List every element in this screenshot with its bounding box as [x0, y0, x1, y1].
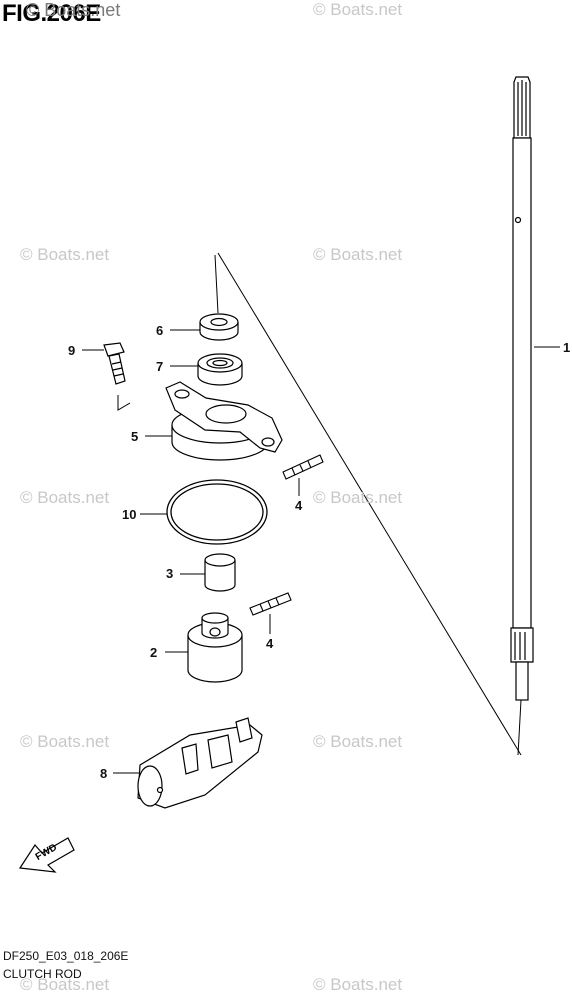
- callout-4: 4: [295, 498, 303, 513]
- washer: [199, 313, 239, 341]
- shift-cam: [137, 717, 263, 809]
- callout-2: 2: [150, 645, 158, 660]
- assembly-line-diagonal: [217, 252, 522, 756]
- watermark: © Boats.net: [20, 488, 110, 507]
- bushing: [204, 553, 236, 592]
- watermark: © Boats.net: [313, 732, 403, 751]
- assembly-line-bottom: [517, 699, 522, 756]
- watermark: © Boats.net: [20, 245, 110, 264]
- callout-10: 10: [122, 507, 137, 522]
- clutch-rod: [510, 76, 534, 701]
- watermark: © Boats.net: [313, 245, 403, 264]
- callout-7: 7: [156, 359, 164, 374]
- bearing: [197, 353, 243, 386]
- collar: [187, 612, 243, 683]
- figure-caption: CLUTCH ROD: [3, 967, 82, 981]
- bolt: [103, 342, 126, 385]
- watermark: © Boats.net: [313, 0, 403, 19]
- watermark: © Boats.net: [313, 488, 403, 507]
- model-code: DF250_E03_018_206E: [3, 949, 129, 963]
- callout-9: 9: [68, 343, 76, 358]
- callout-5: 5: [131, 429, 139, 444]
- pin-lower: [249, 592, 292, 616]
- figure-title-watermark: © Boats.net: [26, 0, 121, 20]
- callout-6: 6: [156, 323, 164, 338]
- watermark: © Boats.net: [20, 732, 110, 751]
- bolt-guide-line: [117, 395, 131, 411]
- callout-4-lower: 4: [266, 636, 274, 651]
- figure-title: FIG.206E: [2, 0, 101, 27]
- leader-lines: [82, 329, 560, 774]
- pin-upper: [282, 454, 324, 480]
- housing: [165, 381, 283, 461]
- watermark: © Boats.net: [313, 975, 403, 994]
- callout-1: 1: [563, 340, 571, 355]
- callout-8: 8: [100, 766, 108, 781]
- fwd-arrow-icon: [18, 837, 75, 873]
- assembly-line-top: [214, 254, 219, 314]
- callout-3: 3: [166, 566, 174, 581]
- o-ring: [166, 479, 268, 545]
- assembly-lines: [117, 252, 522, 756]
